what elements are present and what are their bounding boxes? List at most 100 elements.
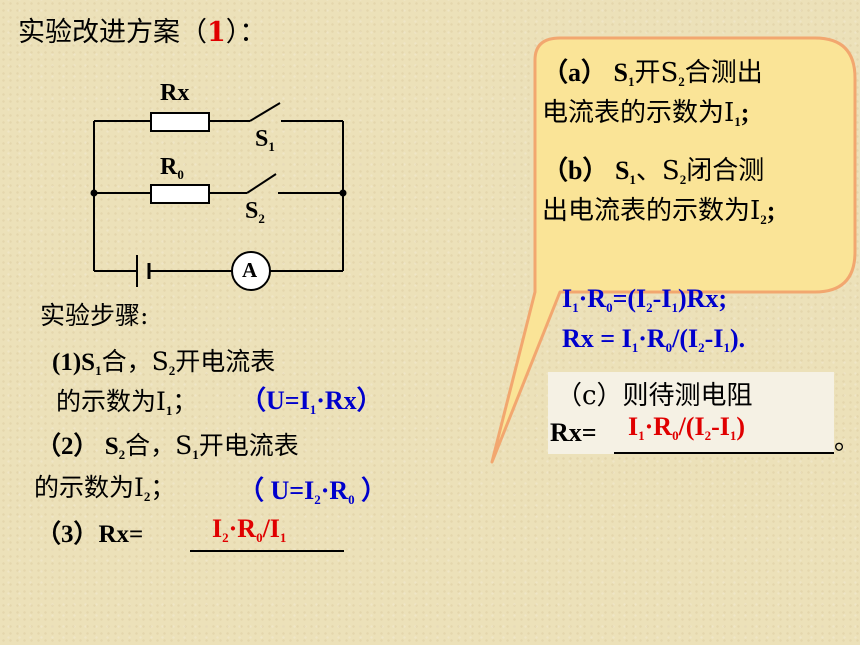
callout-b-mid: 、S [635,156,680,186]
s1-switch-blade [249,102,281,122]
step3-prefix: （3）Rx= [36,521,144,548]
eq2-asub: 1 [631,340,639,355]
callout-a-s2sub: 2 [678,74,685,89]
eq2-e: ). [729,324,746,353]
c-answer-dsub: 1 [729,428,737,443]
eq2-a: Rx = I [562,324,632,353]
r0-label-main: R [160,154,178,180]
step1-prefix: (1)S [52,349,96,376]
callout-c-end: 。 [834,426,860,456]
c-answer-d: -I [711,412,730,441]
step1-line2-text: 的示数为I [56,387,166,416]
c-answer-asub: 1 [638,428,645,443]
r0-label: R0 [160,154,184,183]
page-title: 实验改进方案（1）： [18,10,266,49]
step2-formula-rsub: 0 [348,492,355,507]
eq1-d: -I [652,284,672,313]
callout-a-lab: （a） S [542,58,628,87]
s1-label-main: S [255,126,269,152]
step2-suffix: 开电流表 [198,431,299,460]
s2-switch-blade [246,173,277,194]
callout-c-prefix: Rx= [550,418,597,448]
step3-answer-bsub: 0 [256,530,263,545]
step2-formula-mid: ·R [320,476,349,505]
eq1-asub: 1 [572,300,579,315]
c-answer-bsub: 0 [672,428,679,443]
title-number: 1 [207,17,226,48]
callout-b-lab: （b） S [542,156,630,185]
callout-a-line2: 电流表的示数为I1; [542,92,749,130]
c-answer-c: /(I [678,412,705,441]
step1-line2: 的示数为I1； [56,382,197,419]
step2-line2: 的示数为I2； [34,468,175,505]
callout-b-line2: 出电流表的示数为I2; [542,190,775,228]
callout-c-prefix-text: Rx= [550,418,597,447]
step2-s2-sub: 2 [118,447,126,462]
c-answer-e: ) [736,412,746,441]
step3-answer-asub: 2 [222,530,229,545]
callout-a-line1: （a） S1开S2合测出 [542,52,763,90]
step1-line2-sub: 1 [165,403,173,418]
callout-b-line1: （b） S1、S2闭合测 [542,150,764,188]
c-answer-a: I [628,412,639,441]
eq1-b: ·R [578,284,607,313]
step1-mid: 合，S [101,347,169,376]
step1-formula-open: （U=I [240,386,310,415]
callout-b2-text: 出电流表的示数为I [542,196,761,226]
callout-b-end: 闭合测 [686,156,765,186]
eq1-csub: 2 [646,300,653,315]
step2-line2-end: ； [150,473,176,502]
title-close: ）： [225,17,267,48]
callout-a-s1sub: 1 [627,74,635,89]
c-answer-b: ·R [644,412,673,441]
step2-formula-end: ） [354,476,388,505]
callout-eq2: Rx = I1·R0/(I2-I1). [562,324,745,356]
c-answer-csub: 2 [704,428,712,443]
step2-formula-open: （ U=I [238,476,315,505]
s2-label-sub: 2 [258,211,265,226]
step3-answer: I2·R0/I1 [212,514,286,546]
callout-b-s1sub: 1 [629,172,636,187]
eq2-b: ·R [638,324,666,353]
callout-a-end: 合测出 [684,58,763,88]
callout-shape [490,36,857,464]
answer-highlight-box [548,372,834,454]
eq1-e: )Rx; [677,284,728,313]
callout-a2-text: 电流表的示数为I [542,98,735,128]
r0-label-sub: 0 [177,167,184,182]
eq2-c: /(I [672,324,699,353]
step1-suffix: 开电流表 [175,347,276,376]
rx-label: Rx [160,80,190,106]
callout-a2-sub: 1 [734,114,741,129]
step3-answer-c: /I [262,514,280,543]
eq2-d: -I [704,324,724,353]
s2-label: S2 [245,198,265,227]
steps-title: 实验步骤: [40,301,149,330]
eq1-c: =(I [612,284,647,313]
s1-label-sub: 1 [268,139,275,154]
eq2-bsub: 0 [665,340,673,355]
step3-answer-blank [190,514,344,552]
step1-formula: （U=I1·Rx） [240,380,383,418]
s1-label: S1 [255,126,275,155]
step2-mid: 合，S [125,431,193,460]
callout-b2-sub: 2 [760,212,767,227]
step1-s1-sub: 1 [95,363,102,378]
eq1-bsub: 0 [606,300,613,315]
step3-answer-b: ·R [228,514,257,543]
step1-formula-sub: 1 [309,402,317,417]
step1-line1: (1)S1合，S2开电流表 [52,342,275,379]
step1-line2-end: ； [172,387,198,416]
step3-line: （3）Rx= [36,514,143,550]
step2-line2-sub: 2 [143,489,151,504]
junction-right [339,189,347,197]
step1-s2-sub: 2 [168,363,176,378]
eq1-a: I [562,284,573,313]
step3-answer-csub: 1 [279,530,287,545]
eq2-csub: 2 [698,340,705,355]
title-text: 实验改进方案（ [18,17,207,48]
callout-b2-end: ; [766,196,776,225]
ammeter-label: A [242,258,258,282]
